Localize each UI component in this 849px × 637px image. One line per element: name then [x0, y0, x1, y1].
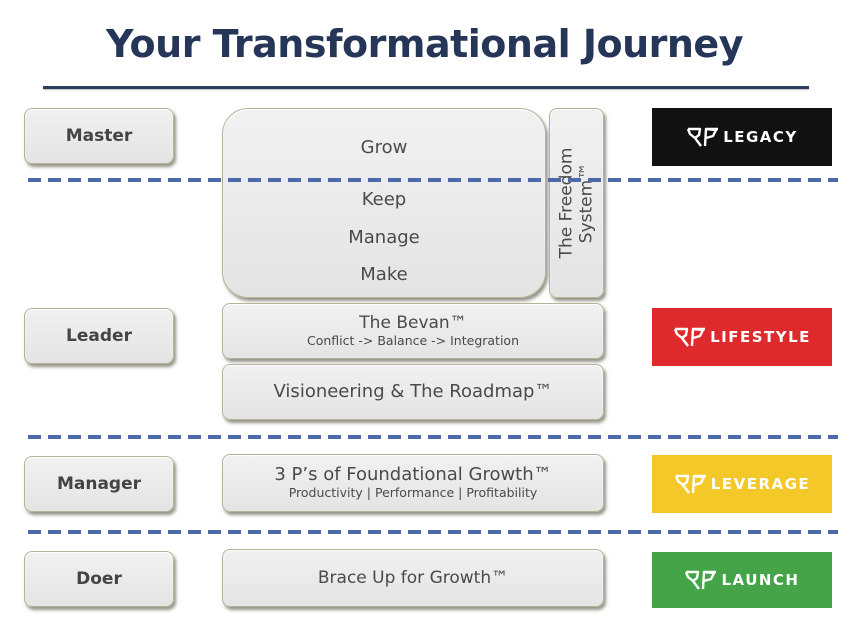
program-visioneering: Visioneering & The Roadmap™ [222, 364, 604, 420]
block-word-grow: Grow [360, 137, 408, 158]
program-brace-up: Brace Up for Growth™ [222, 549, 604, 607]
brand-label: LEGACY [723, 128, 798, 146]
program-subtitle: Productivity | Performance | Profitabili… [288, 485, 538, 500]
grow-keep-manage-make-block: Grow Keep Manage Make [222, 108, 546, 298]
freedom-system-line2: System™ [576, 162, 597, 244]
brand-label: LAUNCH [721, 571, 800, 589]
level-label: Doer [76, 569, 122, 589]
brand-leverage: LEVERAGE [652, 455, 832, 513]
brand-label: LIFESTYLE [710, 328, 811, 346]
block-word-manage: Manage [348, 227, 420, 248]
level-leader: Leader [24, 308, 174, 364]
level-label: Manager [56, 474, 142, 494]
page-title: Your Transformational Journey [106, 22, 743, 66]
wings-logo-icon [685, 570, 717, 590]
brand-launch: LAUNCH [652, 552, 832, 608]
wings-logo-icon [673, 327, 706, 347]
level-label: Master [65, 126, 133, 146]
program-subtitle: Conflict -> Balance -> Integration [306, 333, 519, 348]
level-doer: Doer [24, 551, 174, 607]
divider-manager-doer [28, 530, 838, 534]
level-label: Leader [66, 326, 132, 346]
block-word-make: Make [360, 264, 408, 285]
program-title: 3 P’s of Foundational Growth™ [274, 464, 552, 485]
level-manager: Manager [24, 456, 174, 512]
program-title: Brace Up for Growth™ [317, 568, 509, 588]
program-bevan: The Bevan™ Conflict -> Balance -> Integr… [222, 303, 604, 359]
divider-leader-manager [28, 435, 838, 439]
program-title: The Bevan™ [359, 313, 467, 333]
divider-master-leader [28, 178, 838, 182]
brand-lifestyle: LIFESTYLE [652, 308, 832, 366]
brand-legacy: LEGACY [652, 108, 832, 166]
level-master: Master [24, 108, 174, 164]
program-title: Visioneering & The Roadmap™ [273, 381, 553, 402]
program-three-ps: 3 P’s of Foundational Growth™ Productivi… [222, 454, 604, 512]
brand-label: LEVERAGE [710, 475, 811, 493]
block-word-keep: Keep [361, 189, 407, 210]
wings-logo-icon [674, 474, 706, 494]
title-underline [43, 86, 809, 89]
wings-logo-icon [687, 127, 719, 147]
freedom-system-box: The Freedom System™ [549, 108, 604, 298]
freedom-system-label: The Freedom System™ [557, 148, 597, 259]
freedom-system-line1: The Freedom [556, 147, 577, 259]
